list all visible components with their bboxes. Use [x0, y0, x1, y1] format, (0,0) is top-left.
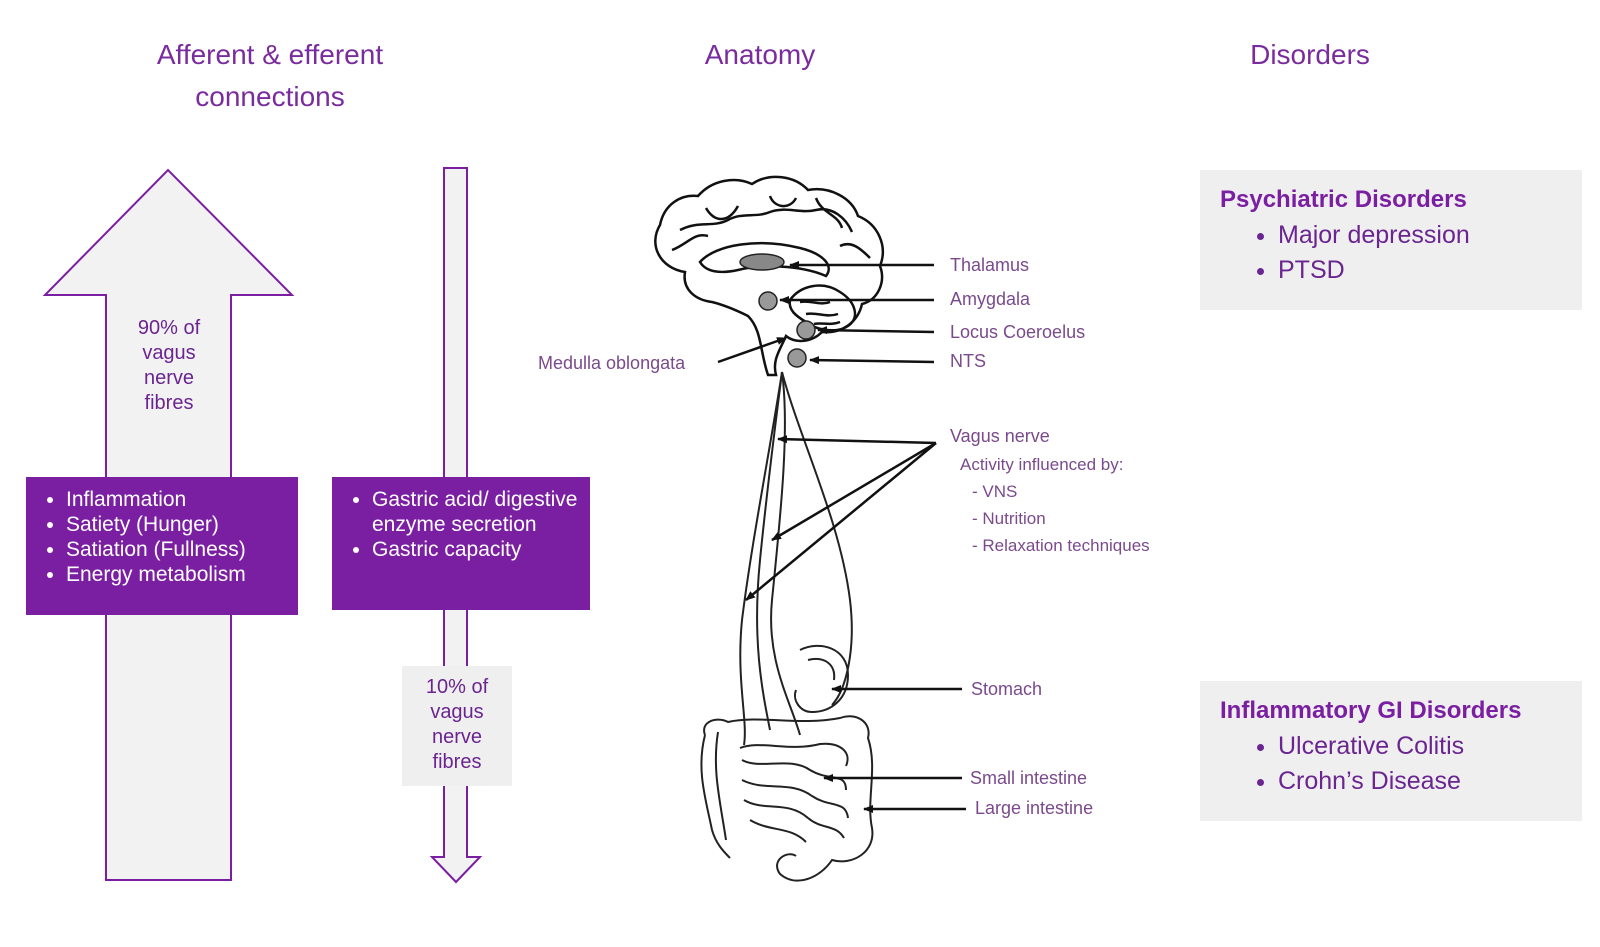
- afferent-functions-box: Inflammation Satiety (Hunger) Satiation …: [26, 477, 298, 615]
- afferent-percent-line2: vagus: [142, 342, 196, 364]
- label-relaxation-techniques: - Relaxation techniques: [972, 536, 1150, 555]
- label-amygdala: Amygdala: [950, 289, 1031, 309]
- efferent-functions-box: Gastric acid/ digestive enzyme secretion…: [332, 477, 590, 610]
- label-nts: NTS: [950, 351, 986, 371]
- label-medulla-oblongata: Medulla oblongata: [538, 353, 686, 373]
- disorder-item: PTSD: [1278, 253, 1562, 288]
- efferent-percent-text: 10% of vagus nerve fibres: [402, 675, 512, 775]
- efferent-percent-line2: vagus: [430, 701, 484, 723]
- afferent-percent-line1: 90% of: [137, 317, 201, 339]
- label-vns: - VNS: [972, 482, 1018, 501]
- efferent-percent-line3: nerve: [431, 726, 483, 748]
- label-locus-coeroelus: Locus Coeroelus: [950, 322, 1086, 342]
- brain-drawing: [654, 175, 885, 377]
- header-left-line2: connections: [195, 81, 345, 112]
- inflammatory-disorders-title: Inflammatory GI Disorders: [1220, 697, 1522, 724]
- label-thalamus: Thalamus: [950, 255, 1030, 275]
- gut-drawing: [700, 645, 874, 882]
- efferent-percent-line1: 10% of: [425, 676, 489, 698]
- disorder-item: Ulcerative Colitis: [1278, 729, 1562, 764]
- label-activity-influenced: Activity influenced by:: [960, 455, 1124, 474]
- psychiatric-disorders-box: Psychiatric Disorders Major depression P…: [1200, 170, 1582, 310]
- afferent-item: Energy metabolism: [66, 562, 298, 587]
- vagus-nerve-drawing: [739, 371, 853, 746]
- efferent-percent-line4: fibres: [432, 751, 482, 773]
- disorder-item: Major depression: [1278, 218, 1562, 253]
- efferent-percent-box: [402, 666, 512, 786]
- efferent-item: Gastric capacity: [372, 537, 590, 562]
- label-nutrition: - Nutrition: [972, 509, 1046, 528]
- psychiatric-disorders-title: Psychiatric Disorders: [1220, 186, 1467, 213]
- anatomy-pointers: [717, 261, 966, 813]
- label-vagus-nerve: Vagus nerve: [950, 426, 1050, 446]
- anatomy-header: Anatomy: [704, 39, 816, 70]
- afferent-item: Satiety (Hunger): [66, 512, 298, 537]
- disorder-item: Crohn’s Disease: [1278, 764, 1562, 799]
- disorders-header: Disorders: [1250, 39, 1370, 70]
- efferent-item: Gastric acid/ digestive enzyme secretion: [372, 487, 590, 537]
- label-large-intestine: Large intestine: [975, 798, 1094, 818]
- header-left-line1: Afferent & efferent: [156, 39, 384, 70]
- afferent-percent-line4: fibres: [144, 392, 194, 414]
- afferent-item: Inflammation: [66, 487, 298, 512]
- afferent-percent-line3: nerve: [143, 367, 195, 389]
- afferent-efferent-header: Afferent & efferent connections: [110, 34, 430, 118]
- label-stomach: Stomach: [971, 679, 1043, 699]
- afferent-item: Satiation (Fullness): [66, 537, 298, 562]
- inflammatory-gi-disorders-box: Inflammatory GI Disorders Ulcerative Col…: [1200, 681, 1582, 821]
- label-small-intestine: Small intestine: [970, 768, 1088, 788]
- afferent-percent-text: 90% of vagus nerve fibres: [112, 316, 226, 416]
